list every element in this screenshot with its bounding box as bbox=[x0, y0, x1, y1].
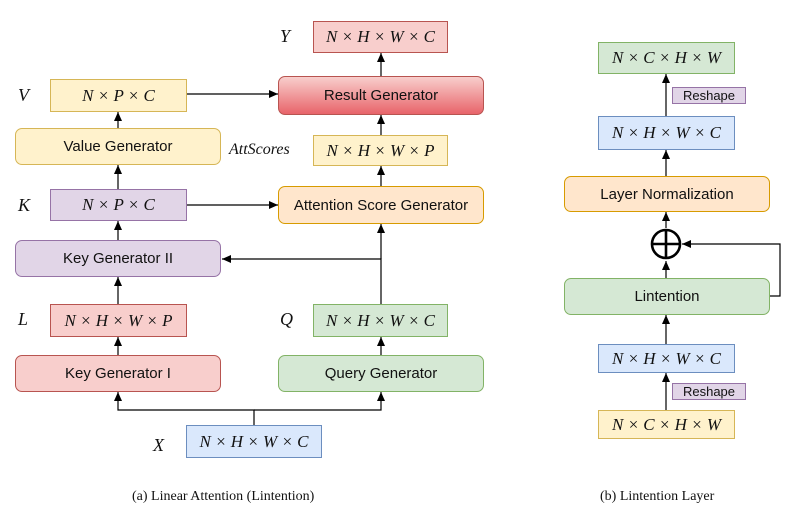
y-shape-box: N × H × W × C bbox=[313, 21, 448, 53]
symbol-k: K bbox=[18, 195, 31, 215]
lintention-box: Lintention bbox=[564, 278, 770, 315]
reshaped-input-shape-box: N × H × W × C bbox=[598, 344, 735, 373]
caption-panel-b: (b) Lintention Layer bbox=[600, 489, 715, 504]
input-shape-box: N × C × H × W bbox=[598, 410, 735, 439]
key-generator-1-box: Key Generator I bbox=[15, 355, 221, 392]
v-shape-box: N × P × C bbox=[50, 79, 187, 112]
symbol-l: L bbox=[18, 309, 29, 329]
result-generator-box: Result Generator bbox=[278, 76, 484, 115]
arrow-q-to-keygen2 bbox=[222, 255, 382, 304]
q-shape-box: N × H × W × C bbox=[313, 304, 448, 337]
reshape-top-tag: Reshape bbox=[672, 87, 746, 104]
residual-add-icon bbox=[650, 228, 682, 260]
symbol-attscores: AttScores bbox=[229, 141, 290, 158]
k-shape-box: N × P × C bbox=[50, 189, 187, 221]
symbol-v: V bbox=[18, 85, 29, 105]
x-shape-box: N × H × W × C bbox=[186, 425, 322, 458]
value-generator-box: Value Generator bbox=[15, 128, 221, 165]
symbol-x: X bbox=[153, 435, 164, 455]
attscores-shape-box: N × H × W × P bbox=[313, 135, 448, 166]
mid-shape-box: N × H × W × C bbox=[598, 116, 735, 150]
attention-score-generator-box: Attention Score Generator bbox=[278, 186, 484, 224]
symbol-y: Y bbox=[280, 26, 291, 46]
arrow-skip-connection bbox=[682, 240, 781, 297]
query-generator-box: Query Generator bbox=[278, 355, 484, 392]
l-shape-box: N × H × W × P bbox=[50, 304, 187, 337]
reshape-bottom-tag: Reshape bbox=[672, 383, 746, 400]
arrow-x-split bbox=[114, 392, 255, 432]
key-generator-2-box: Key Generator II bbox=[15, 240, 221, 277]
output-shape-box: N × C × H × W bbox=[598, 42, 735, 74]
symbol-q: Q bbox=[280, 309, 293, 329]
caption-panel-a: (a) Linear Attention (Lintention) bbox=[132, 489, 315, 504]
arrow-x-to-query bbox=[254, 392, 385, 411]
layer-normalization-box: Layer Normalization bbox=[564, 176, 770, 212]
